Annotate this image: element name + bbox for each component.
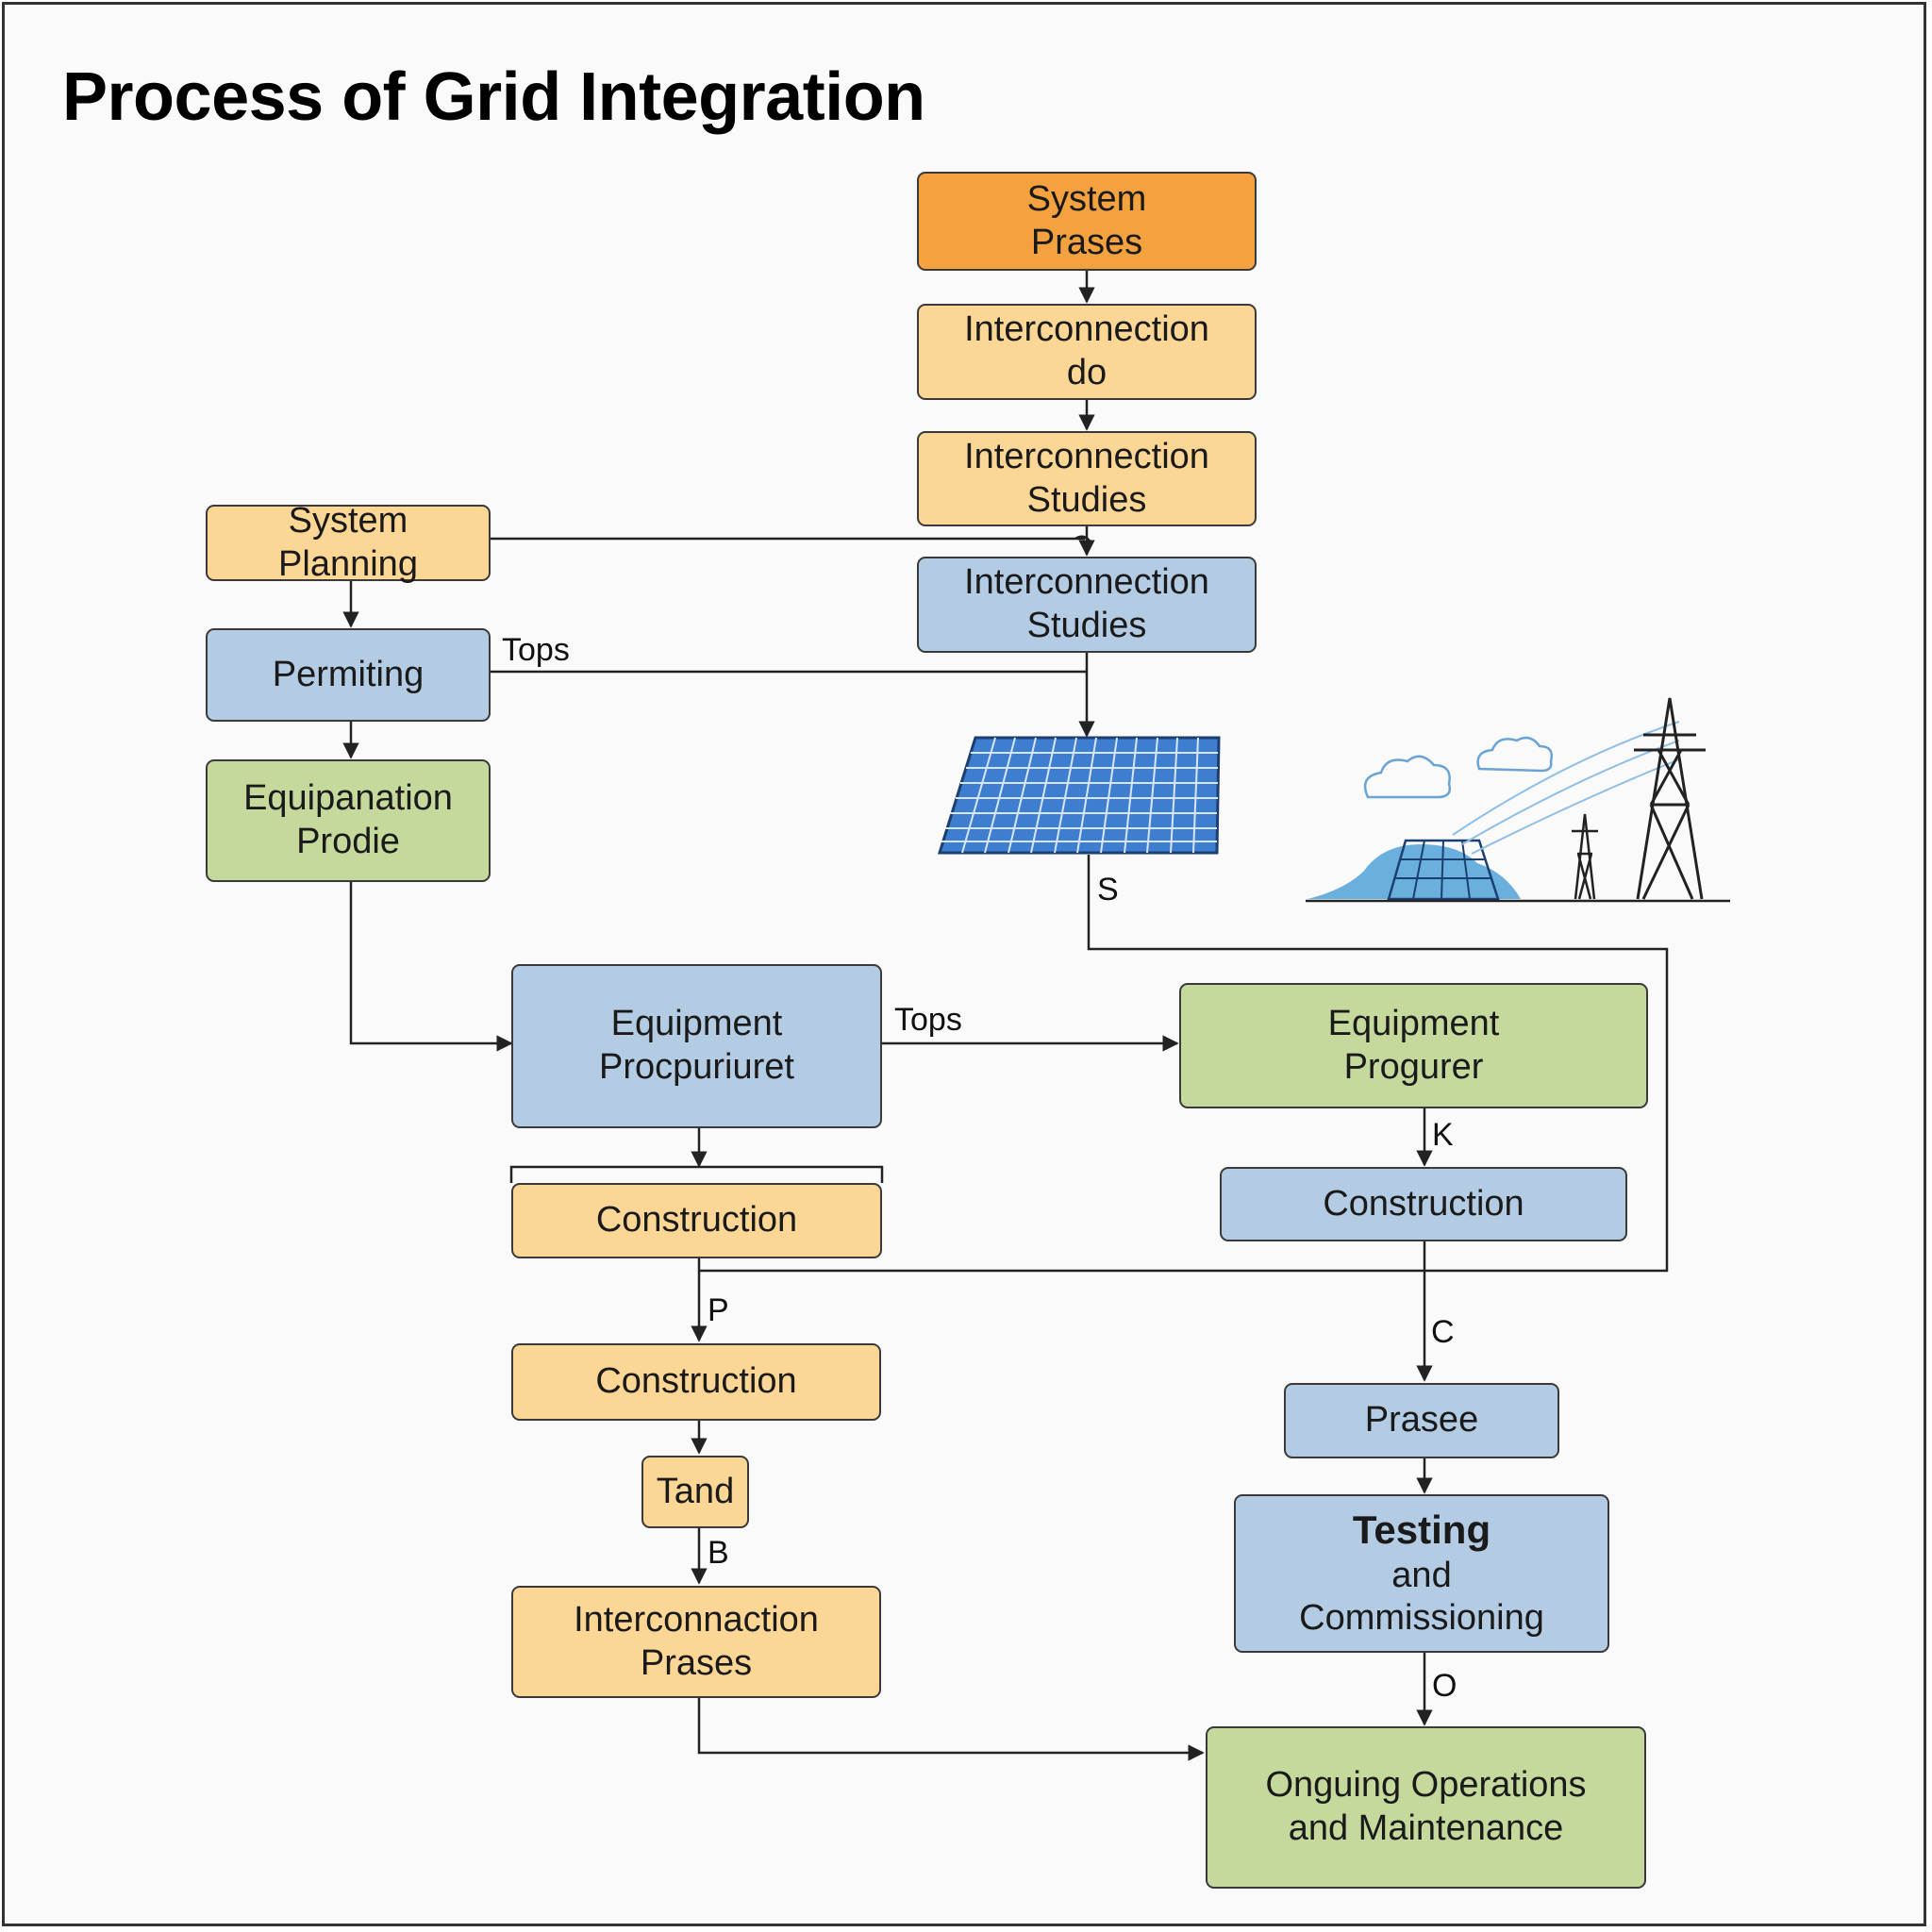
testing-title: Testing (1352, 1507, 1491, 1553)
node-system-planning: System Planning (206, 501, 491, 584)
edge-label-b: B (708, 1535, 729, 1571)
node-system-prases: System Prases (917, 172, 1257, 271)
solar-panel-icon (938, 736, 1221, 855)
edge-label-c: C (1431, 1314, 1455, 1350)
tower-small-icon (1572, 813, 1598, 900)
edge-label-k: K (1432, 1117, 1454, 1153)
edge-panel-loop (699, 855, 1669, 1273)
node-interconnaction-prases: Interconnaction Prases (511, 1586, 881, 1698)
edge-label-tops-1: Tops (502, 632, 570, 668)
edge-label-tops-2: Tops (894, 1002, 962, 1038)
page-title: Process of Grid Integration (62, 59, 925, 135)
node-equipment-progurer: Equipment Progurer (1179, 983, 1648, 1108)
node-interconnection-do: Interconnection do (917, 304, 1257, 400)
edge-label-o: O (1432, 1668, 1457, 1704)
tower-large-icon (1634, 697, 1706, 900)
edge-equipanation-to-procurement (349, 882, 513, 1052)
node-equipanation-prodie: Equipanation Prodie (206, 759, 491, 882)
node-equipment-procpuriuret: Equipment Procpuriuret (511, 964, 882, 1128)
node-permiting: Permiting (206, 628, 491, 722)
cloud-icon (1363, 755, 1451, 799)
node-construction-left: Construction (511, 1183, 882, 1258)
node-testing-commissioning: Testing and Commissioning (1234, 1494, 1609, 1653)
node-tand: Tand (641, 1456, 749, 1528)
node-interconnection-studies-1: Interconnection Studies (917, 431, 1257, 526)
edge-planning-curl (1074, 535, 1092, 543)
cloud-icon (1476, 736, 1553, 773)
node-ongoing-operations: Onguing Operations and Maintenance (1206, 1726, 1646, 1889)
node-prasee: Prasee (1284, 1383, 1559, 1458)
node-interconnection-studies-2: Interconnection Studies (917, 557, 1257, 653)
node-construction-left-2: Construction (511, 1343, 881, 1421)
node-construction-right: Construction (1220, 1167, 1627, 1241)
construction-bracket (509, 1165, 884, 1183)
testing-rest: and Commissioning (1299, 1555, 1544, 1639)
edge-label-p: P (708, 1292, 729, 1328)
edge-interconnaction-to-ongoing (697, 1698, 1205, 1761)
grid-landscape-icon (1306, 697, 1730, 903)
edge-label-s: S (1097, 872, 1119, 908)
